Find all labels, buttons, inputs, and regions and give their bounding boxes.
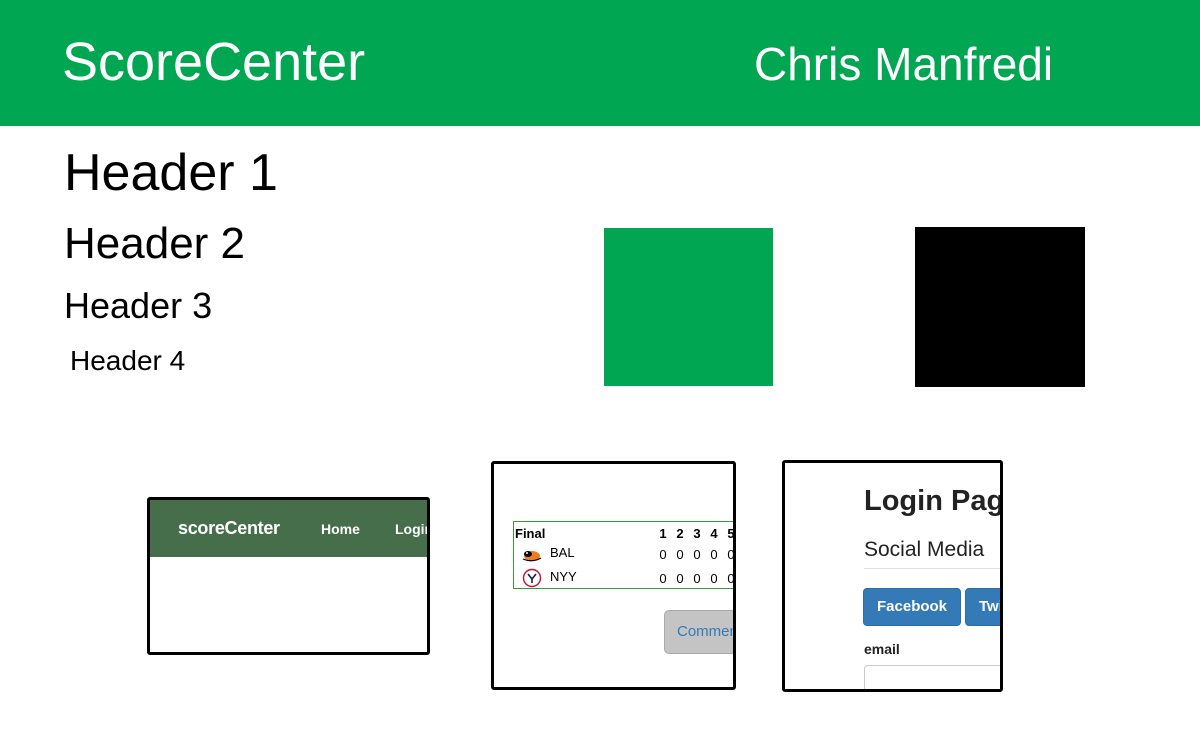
team-abbr: NYY (550, 569, 577, 584)
thumbnail-navbar: scoreCenter Home Login (150, 500, 427, 557)
black-color-swatch (915, 227, 1085, 387)
scoreboard-table: Final 1 2 3 4 5 BAL 0 0 0 0 0 NYY 0 0 0 … (513, 521, 735, 589)
game-status: Final (515, 526, 546, 541)
inning-header: 4 (710, 526, 718, 541)
orioles-logo-icon (522, 551, 542, 562)
inning-runs: 0 (676, 547, 684, 562)
yankees-logo-icon (522, 568, 542, 588)
inning-runs: 0 (710, 571, 718, 586)
inning-header: 5 (727, 526, 735, 541)
inning-runs: 0 (727, 547, 735, 562)
email-input[interactable] (864, 665, 1000, 689)
author-name: Chris Manfredi (754, 38, 1054, 90)
header-1-sample: Header 1 (64, 144, 278, 202)
team-abbr: BAL (550, 545, 575, 560)
twitter-button[interactable]: Twitter (965, 588, 1000, 626)
section-divider (864, 568, 1000, 569)
navbar-thumbnail: scoreCenter Home Login (147, 497, 430, 655)
green-color-swatch (604, 228, 773, 386)
inning-runs: 0 (693, 547, 701, 562)
header-4-sample: Header 4 (70, 345, 186, 376)
thumbnail-nav-login-link[interactable]: Login (395, 521, 430, 537)
comment-button[interactable]: Comment (664, 610, 733, 654)
inning-runs: 0 (727, 571, 735, 586)
inning-header: 2 (676, 526, 684, 541)
thumbnail-nav-brand[interactable]: scoreCenter (178, 518, 280, 538)
inning-runs: 0 (710, 547, 718, 562)
inning-runs: 0 (659, 571, 667, 586)
header-3-sample: Header 3 (64, 285, 213, 326)
scoreboard-thumbnail: Final 1 2 3 4 5 BAL 0 0 0 0 0 NYY 0 0 0 … (491, 461, 736, 690)
facebook-button[interactable]: Facebook (863, 588, 961, 626)
inning-runs: 0 (693, 571, 701, 586)
header-2-sample: Header 2 (64, 219, 246, 268)
brand-title[interactable]: ScoreCenter (62, 32, 366, 92)
top-bar: ScoreCenter Chris Manfredi (0, 0, 1200, 126)
inning-runs: 0 (676, 571, 684, 586)
login-thumbnail: Login Page Social Media Facebook Twitter… (782, 460, 1003, 692)
thumbnail-nav-home-link[interactable]: Home (321, 521, 360, 537)
inning-header: 1 (659, 526, 667, 541)
inning-runs: 0 (659, 547, 667, 562)
inning-header: 3 (693, 526, 701, 541)
social-media-heading: Social Media (864, 538, 985, 561)
email-label: email (864, 641, 900, 657)
login-page-title: Login Page (864, 485, 1003, 517)
